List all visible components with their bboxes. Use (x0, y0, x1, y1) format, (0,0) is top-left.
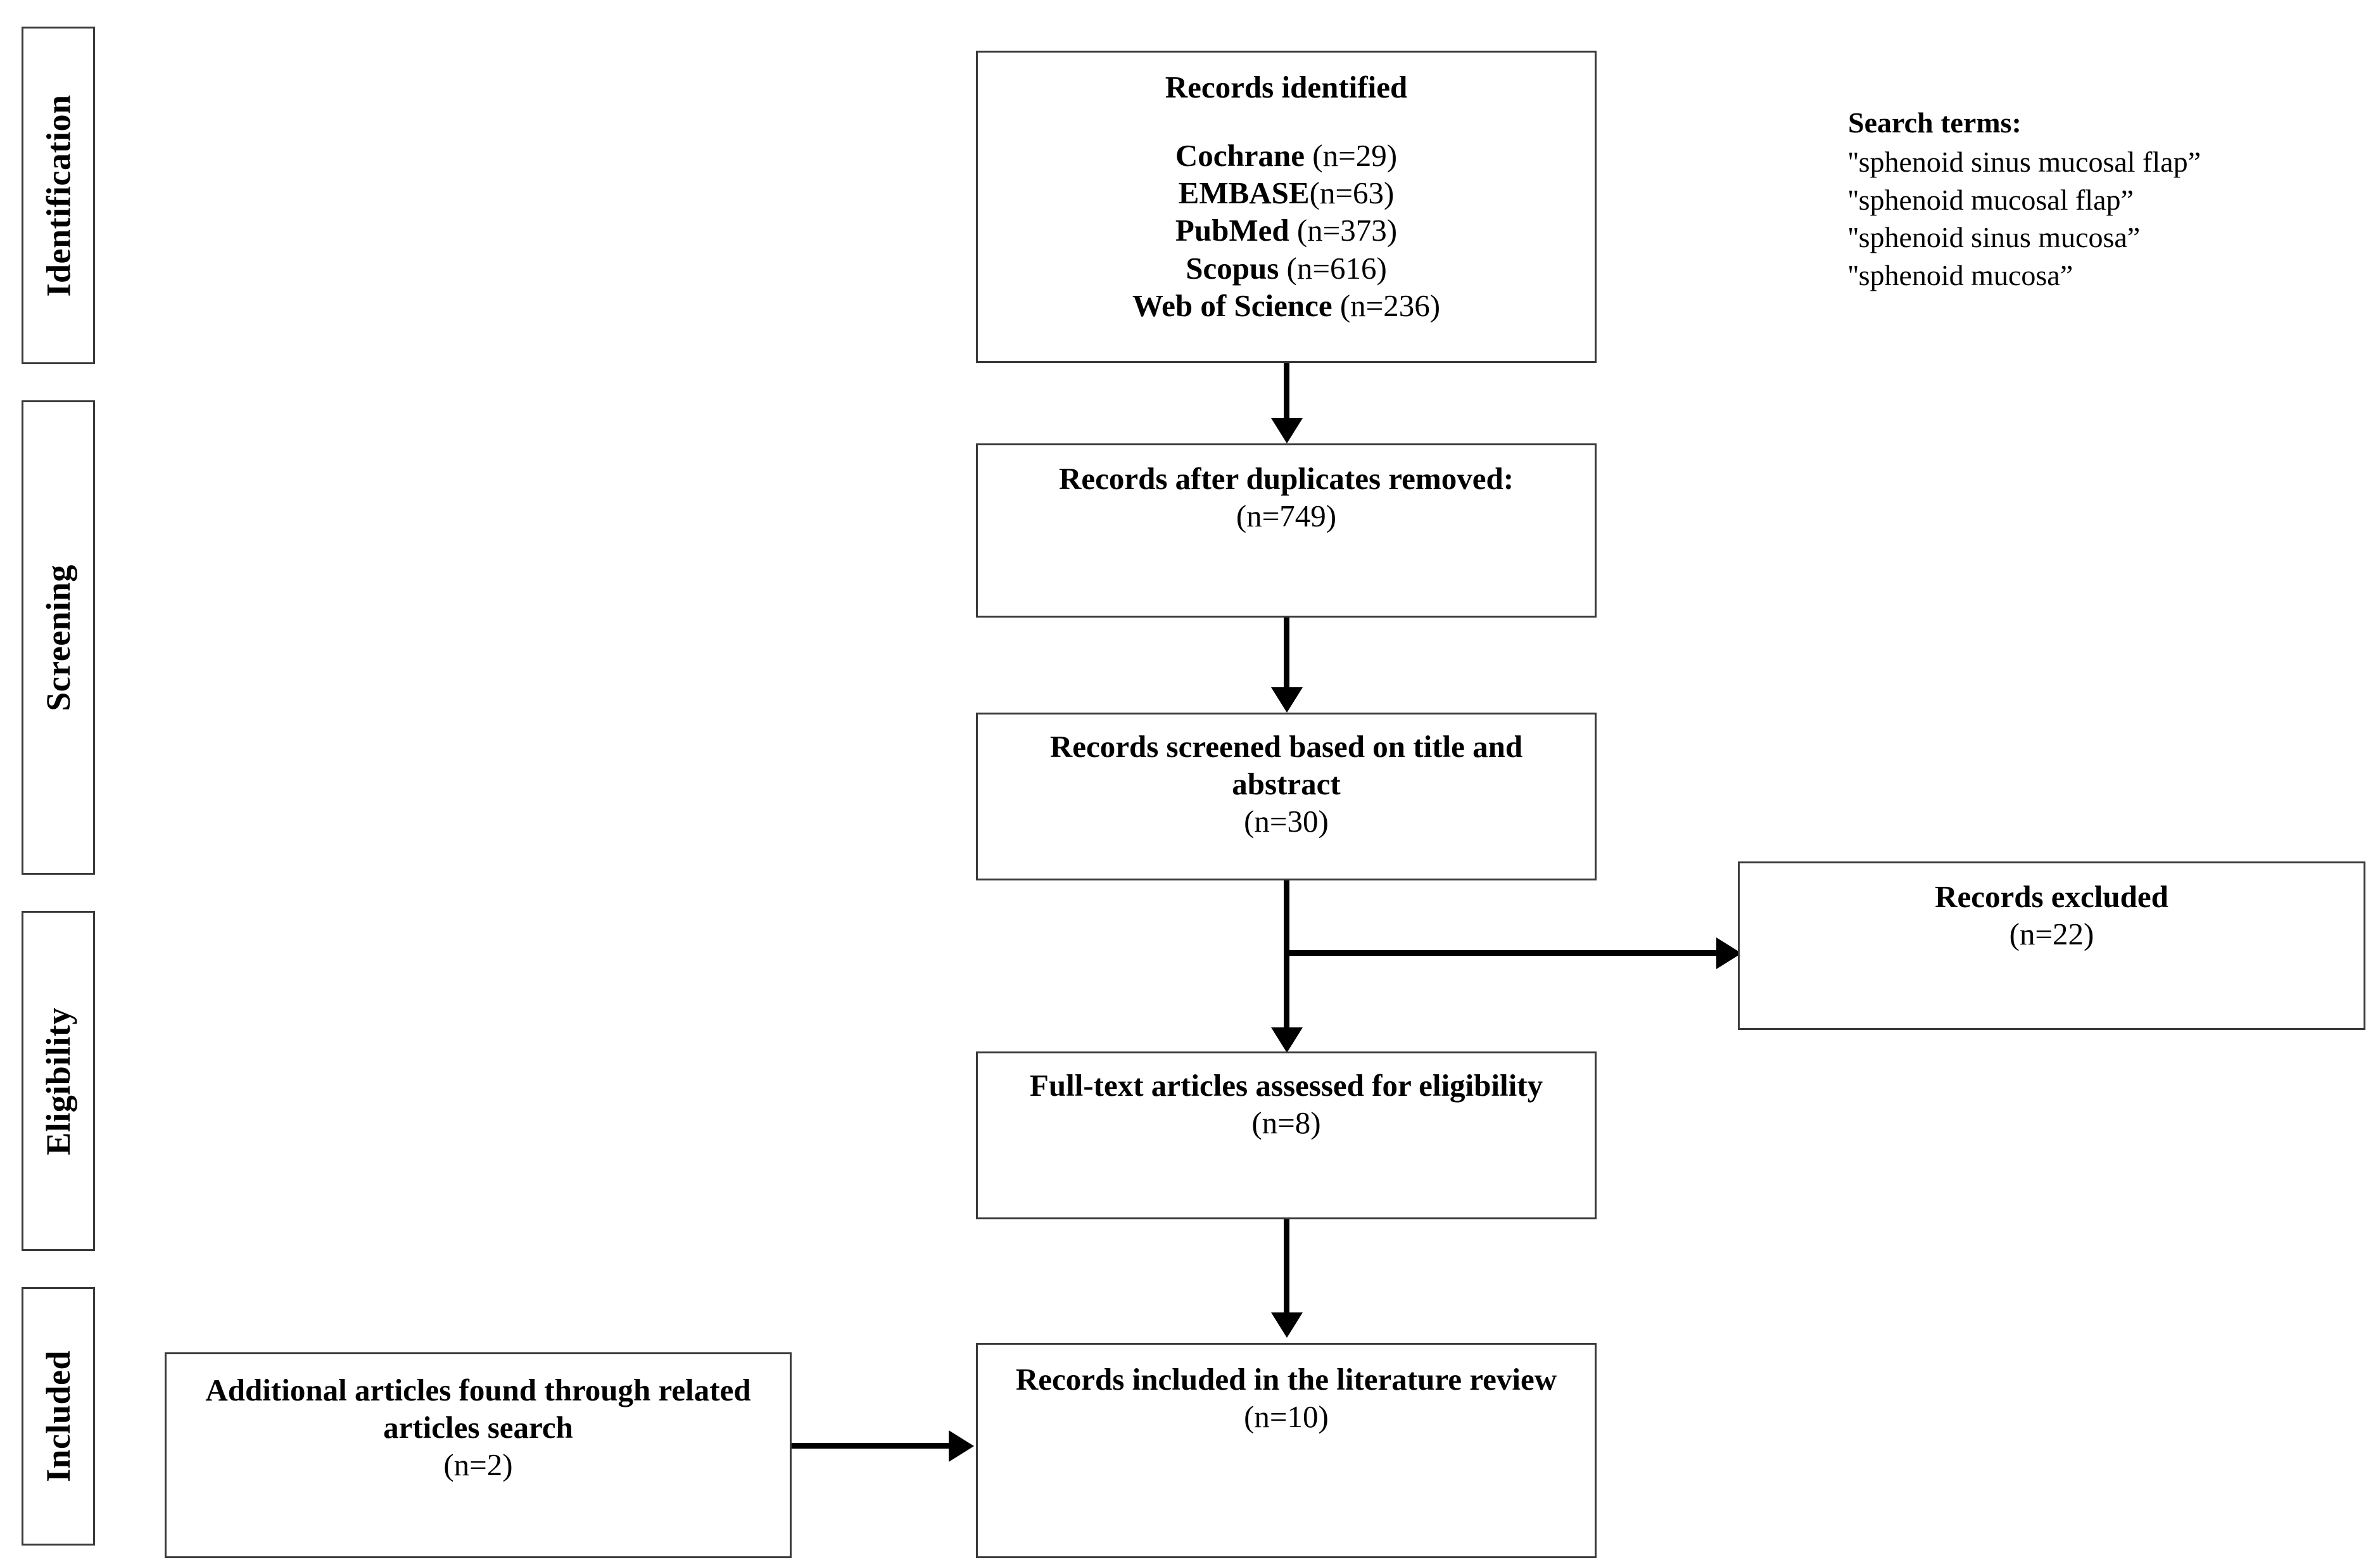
arrowhead-screened-to-excluded (1716, 937, 1742, 969)
box-records-excluded-count: (n=22) (2009, 916, 2094, 951)
box-additional-articles: Additional articles found through relate… (165, 1352, 792, 1558)
box-records-included-count: (n=10) (1244, 1399, 1329, 1434)
connector-additional-to-included (792, 1443, 950, 1449)
source-count: (n=616) (1286, 250, 1387, 286)
box-records-screened: Records screened based on title and abst… (976, 713, 1597, 880)
stage-box-screening: Screening (22, 400, 95, 875)
connector-fulltext-to-included (1284, 1219, 1289, 1318)
stage-label-eligibility: Eligibility (39, 1006, 77, 1155)
box-records-included-title: Records included in the literature revie… (1015, 1362, 1557, 1397)
box-duplicates-removed-count: (n=749) (1236, 498, 1337, 533)
arrowhead-duplicates-to-screened (1271, 687, 1303, 713)
box-full-text-assessed-count: (n=8) (1251, 1105, 1321, 1140)
source-count: (n=236) (1339, 288, 1441, 323)
search-term-item: ''sphenoid sinus mucosa” (1848, 221, 2141, 254)
stage-box-included: Included (22, 1287, 95, 1546)
stage-box-identification: Identification (22, 27, 95, 364)
box-records-included: Records included in the literature revie… (976, 1343, 1597, 1558)
box-records-identified-title: Records identified (1165, 70, 1408, 105)
arrowhead-additional-to-included (949, 1430, 974, 1462)
source-name: EMBASE (1178, 175, 1310, 211)
search-term-item: ''sphenoid mucosa” (1848, 259, 2073, 292)
source-row: Web of Science (n=236) (994, 287, 1578, 324)
source-name: Scopus (1186, 250, 1279, 286)
connector-identified-to-duplicates (1284, 363, 1289, 420)
source-row: Cochrane (n=29) (994, 137, 1578, 174)
source-count-list: Cochrane (n=29) EMBASE(n=63) PubMed (n=3… (994, 137, 1578, 324)
arrowhead-screened-to-fulltext (1271, 1027, 1303, 1053)
stage-label-screening: Screening (39, 564, 77, 711)
source-row: Scopus (n=616) (994, 250, 1578, 287)
search-term-item: ''sphenoid mucosal flap” (1848, 183, 2134, 216)
connector-duplicates-to-screened (1284, 618, 1289, 690)
connector-screened-to-excluded (1284, 950, 1727, 956)
source-count: (n=63) (1309, 175, 1395, 211)
box-records-excluded: Records excluded (n=22) (1738, 861, 2365, 1030)
source-count: (n=373) (1296, 213, 1398, 248)
search-terms-heading: Search terms: (1848, 106, 2022, 139)
stage-label-included: Included (39, 1350, 77, 1483)
box-full-text-assessed: Full-text articles assessed for eligibil… (976, 1051, 1597, 1219)
source-row: EMBASE(n=63) (994, 174, 1578, 212)
stage-box-eligibility: Eligibility (22, 911, 95, 1251)
arrowhead-fulltext-to-included (1271, 1312, 1303, 1338)
search-term-item: ''sphenoid sinus mucosal flap” (1848, 145, 2201, 178)
source-count: (n=29) (1312, 137, 1398, 173)
source-name: PubMed (1175, 213, 1289, 248)
source-row: PubMed (n=373) (994, 212, 1578, 249)
box-records-excluded-title: Records excluded (1935, 879, 2168, 914)
stage-label-identification: Identification (39, 94, 78, 297)
arrowhead-identified-to-duplicates (1271, 418, 1303, 443)
box-duplicates-removed-title: Records after duplicates removed: (1058, 461, 1514, 496)
connector-screened-to-fulltext (1284, 880, 1289, 1032)
box-records-screened-title: Records screened based on title and abst… (1049, 729, 1523, 801)
box-records-identified: Records identified Cochrane (n=29) EMBAS… (976, 51, 1597, 363)
search-terms-panel: Search terms: ''sphenoid sinus mucosal f… (1848, 105, 2201, 295)
box-additional-articles-title: Additional articles found through relate… (205, 1373, 751, 1445)
source-name: Cochrane (1175, 137, 1305, 173)
box-full-text-assessed-title: Full-text articles assessed for eligibil… (1029, 1068, 1543, 1103)
box-additional-articles-count: (n=2) (443, 1447, 513, 1482)
box-records-screened-count: (n=30) (1244, 803, 1329, 839)
box-duplicates-removed: Records after duplicates removed: (n=749… (976, 443, 1597, 618)
source-name: Web of Science (1132, 288, 1332, 323)
